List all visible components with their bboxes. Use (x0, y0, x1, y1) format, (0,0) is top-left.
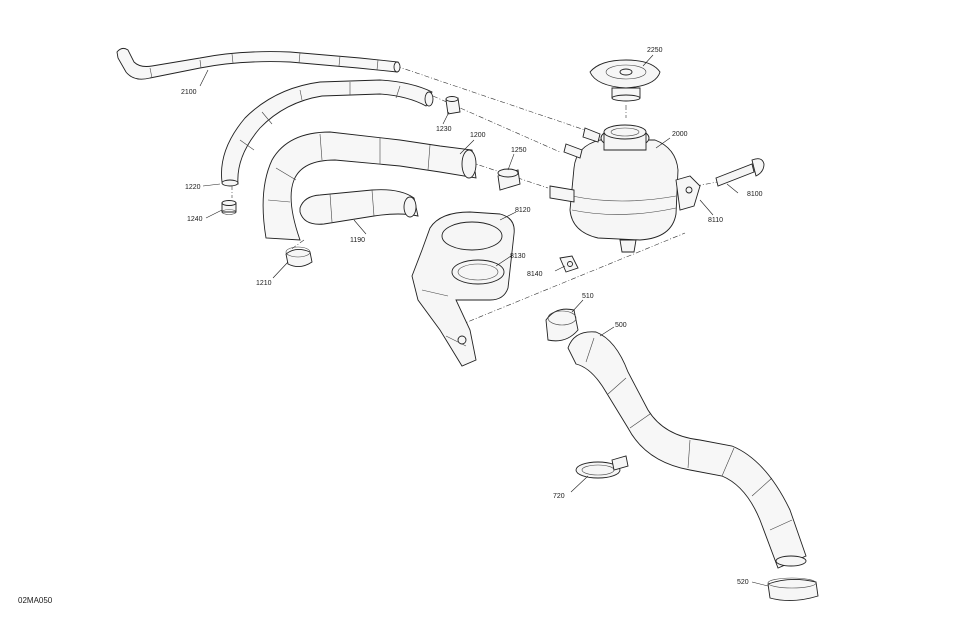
clamp-720 (575, 455, 629, 479)
callout-510: 510 (582, 293, 594, 300)
callout-1220: 1220 (185, 184, 201, 191)
clamp-1250 (497, 168, 521, 191)
hose-1200 (262, 131, 477, 241)
callout-8110: 8110 (708, 217, 723, 224)
callout-1210: 1210 (256, 280, 272, 287)
clamp-520 (767, 577, 819, 601)
callout-2250: 2250 (647, 47, 663, 54)
callout-2000: 2000 (672, 131, 688, 138)
callout-720: 720 (553, 493, 565, 500)
hose-2100 (116, 47, 401, 80)
callout-labels: 2250 2100 1230 1200 2000 1250 1220 8100 … (18, 47, 763, 605)
clamp-1240 (221, 200, 237, 215)
hose-1190 (299, 189, 419, 225)
radiator-cap-2250 (589, 59, 661, 102)
callout-2100: 2100 (181, 89, 197, 96)
gasket-8130 (451, 259, 505, 285)
callout-8100: 8100 (747, 191, 763, 198)
reference-code: 02MA050 (18, 596, 53, 605)
clamp-510 (545, 308, 579, 342)
clamp-1230 (445, 96, 461, 115)
clamp-1210 (285, 246, 313, 267)
bushing-8140 (559, 255, 579, 273)
bracket-8120 (411, 211, 515, 367)
leader-lines (199, 54, 769, 587)
hose-500 (567, 331, 807, 569)
callout-1240: 1240 (187, 216, 203, 223)
callout-8130: 8130 (510, 253, 526, 260)
callout-1200: 1200 (470, 132, 486, 139)
hose-1220 (221, 79, 434, 187)
callout-8140: 8140 (527, 271, 543, 278)
bolt-8100 (715, 158, 765, 187)
callout-1190: 1190 (350, 237, 365, 244)
callout-8120: 8120 (515, 207, 531, 214)
callout-1230: 1230 (436, 126, 452, 133)
callout-500: 500 (615, 322, 627, 329)
expansion-tank-2000 (549, 124, 701, 253)
callout-520: 520 (737, 579, 749, 586)
callout-1250: 1250 (511, 147, 527, 154)
